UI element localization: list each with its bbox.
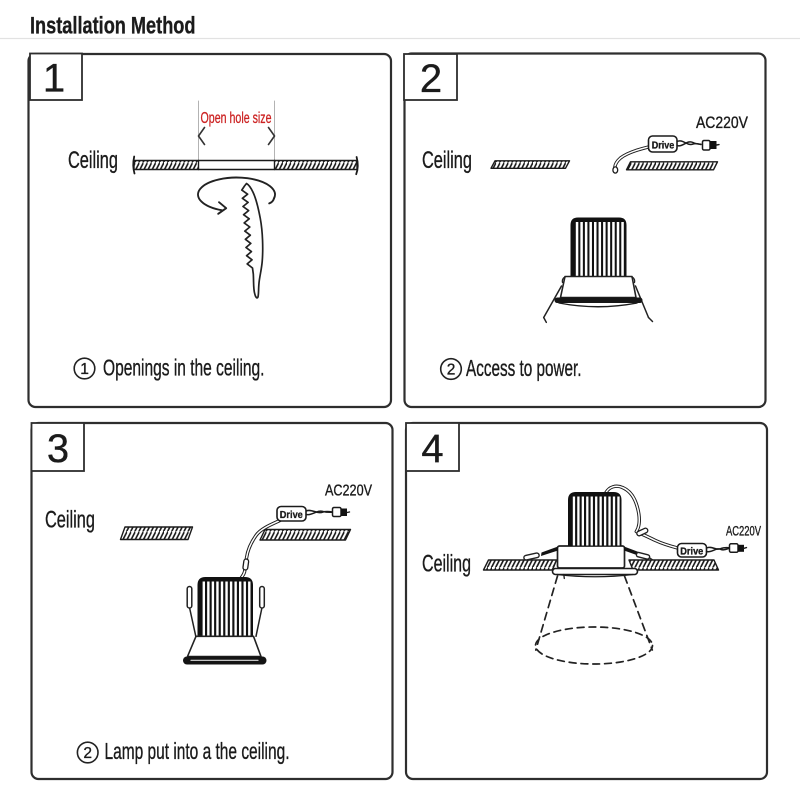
- svg-text:Open hole size: Open hole size: [201, 110, 272, 127]
- svg-text:3: 3: [47, 427, 69, 471]
- svg-text:Drive: Drive: [680, 546, 703, 557]
- svg-text:Lamp put into a the ceiling.: Lamp put into a the ceiling.: [105, 738, 290, 764]
- svg-text:2: 2: [420, 57, 442, 101]
- svg-text:Ceiling: Ceiling: [422, 147, 472, 174]
- svg-text:Openings in the ceiling.: Openings in the ceiling.: [103, 355, 265, 381]
- svg-text:Access to power.: Access to power.: [466, 355, 582, 381]
- svg-text:1: 1: [43, 57, 65, 101]
- svg-text:Drive: Drive: [280, 509, 303, 521]
- svg-text:2: 2: [83, 745, 92, 762]
- svg-text:1: 1: [80, 361, 89, 378]
- svg-text:Ceiling: Ceiling: [45, 507, 95, 534]
- svg-text:Ceiling: Ceiling: [68, 147, 118, 174]
- svg-text:Ceiling: Ceiling: [422, 551, 471, 578]
- svg-text:AC220V: AC220V: [325, 483, 373, 500]
- svg-text:Drive: Drive: [652, 140, 675, 152]
- svg-text:4: 4: [421, 427, 443, 471]
- svg-text:2: 2: [447, 362, 456, 379]
- svg-text:AC220V: AC220V: [726, 524, 761, 539]
- svg-text:AC220V: AC220V: [696, 113, 749, 132]
- svg-text:Installation Method: Installation Method: [30, 13, 196, 40]
